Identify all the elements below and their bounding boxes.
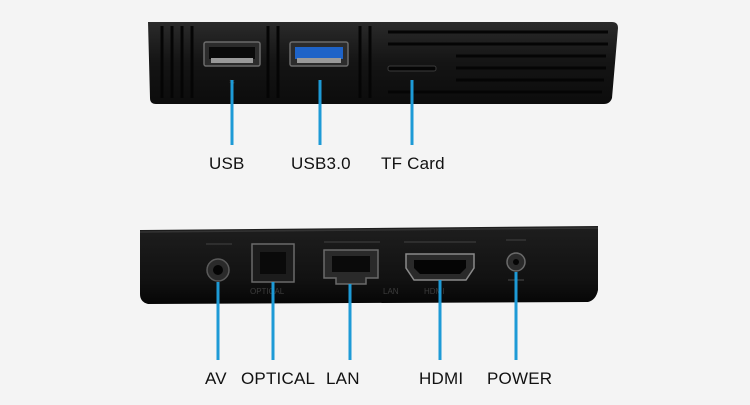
engraved-optical: OPTICAL <box>250 287 285 296</box>
hdmi-port <box>404 241 476 281</box>
label-hdmi: HDMI <box>419 369 464 388</box>
label-lan: LAN <box>326 369 360 388</box>
left-ribs <box>160 26 194 98</box>
engraved-labels: OPTICAL LAN HDMI <box>250 287 444 296</box>
label-optical: OPTICAL <box>241 369 316 388</box>
engraved-lan: LAN <box>383 287 399 296</box>
av-port <box>206 243 232 282</box>
tf-card-slot <box>387 65 437 72</box>
optical-port <box>251 243 295 283</box>
usb3-port <box>289 41 349 67</box>
power-port <box>506 239 526 281</box>
usb-port: ⇆ <box>203 41 261 86</box>
label-av: AV <box>205 369 227 388</box>
bottom-device: OPTICAL LAN HDMI <box>139 226 599 360</box>
bottom-leader-lines <box>216 272 518 360</box>
engraved-hdmi: HDMI <box>424 287 444 296</box>
label-power: POWER <box>487 369 553 388</box>
top-leader-lines <box>230 80 414 145</box>
label-usb: USB <box>209 154 245 173</box>
top-device: ⇆ <box>148 22 618 145</box>
middle-ribs <box>266 26 372 98</box>
right-grooves <box>388 30 608 94</box>
lan-port <box>323 241 380 285</box>
label-tf-card: TF Card <box>381 154 445 173</box>
label-usb3: USB3.0 <box>291 154 351 173</box>
